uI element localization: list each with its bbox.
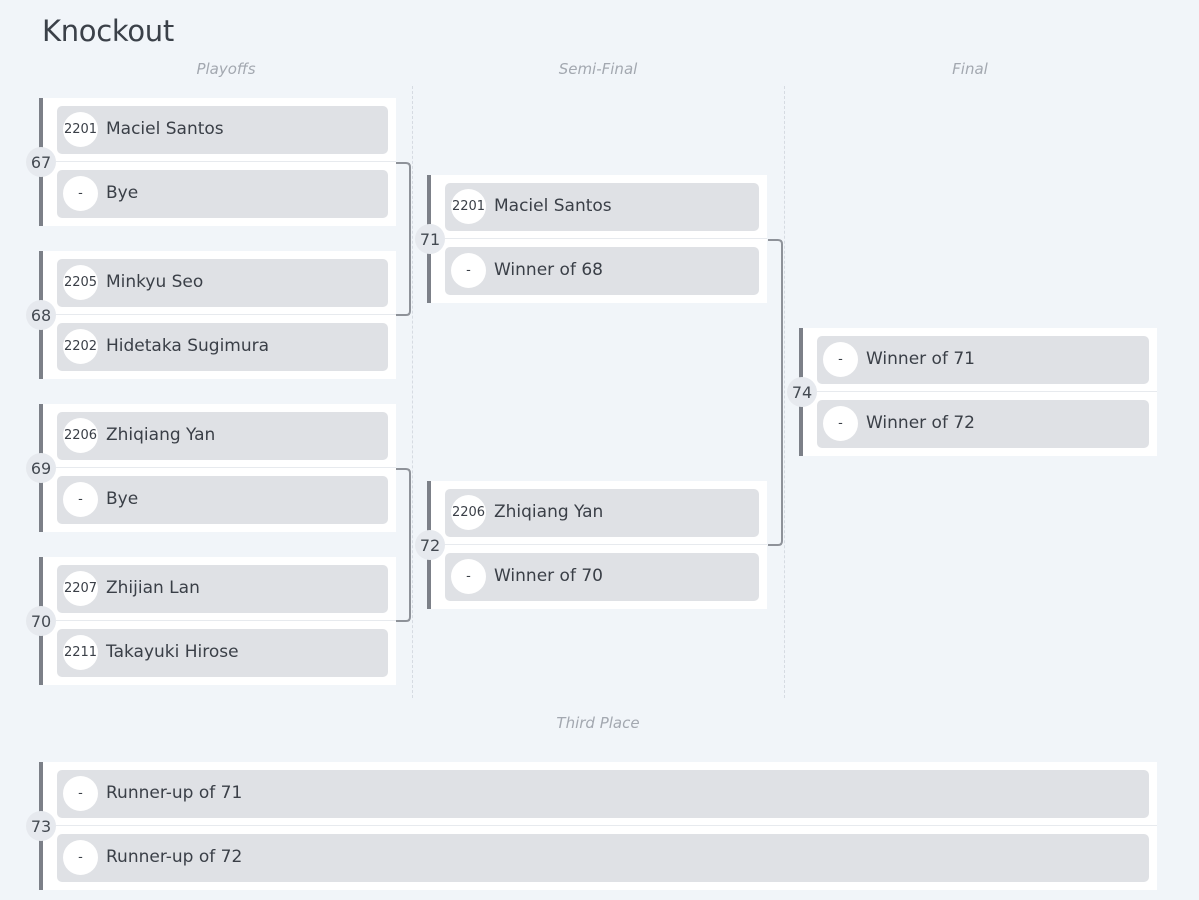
- player-name: Maciel Santos: [494, 196, 612, 216]
- player-name: Runner-up of 72: [106, 847, 243, 867]
- match-card-73: - Runner-up of 71 - Runner-up of 72: [39, 762, 1157, 890]
- player-name: Winner of 70: [494, 566, 603, 586]
- match-number-badge: 74: [787, 377, 817, 407]
- slot-separator: [431, 544, 767, 545]
- player-name: Winner of 68: [494, 260, 603, 280]
- match-card-68: 2205 Minkyu Seo 2202 Hidetaka Sugimura: [39, 251, 396, 379]
- player-slot[interactable]: - Bye: [57, 170, 388, 218]
- player-name: Winner of 72: [866, 413, 975, 433]
- seed-badge: 2206: [63, 418, 98, 453]
- slot-separator: [43, 314, 396, 315]
- player-slot[interactable]: - Winner of 70: [445, 553, 759, 601]
- slot-separator: [43, 161, 396, 162]
- seed-badge: 2206: [451, 495, 486, 530]
- player-slot[interactable]: - Runner-up of 71: [57, 770, 1149, 818]
- player-slot[interactable]: 2211 Takayuki Hirose: [57, 629, 388, 677]
- player-slot[interactable]: - Runner-up of 72: [57, 834, 1149, 882]
- slot-separator: [803, 391, 1157, 392]
- player-slot[interactable]: 2202 Hidetaka Sugimura: [57, 323, 388, 371]
- player-name: Maciel Santos: [106, 119, 224, 139]
- player-name: Minkyu Seo: [106, 272, 204, 292]
- column-divider: [412, 86, 413, 698]
- slot-separator: [43, 467, 396, 468]
- connector-67-68-to-71: [396, 162, 411, 316]
- player-slot[interactable]: 2206 Zhiqiang Yan: [445, 489, 759, 537]
- seed-badge: 2202: [63, 329, 98, 364]
- player-name: Hidetaka Sugimura: [106, 336, 270, 356]
- match-card-70: 2207 Zhijian Lan 2211 Takayuki Hirose: [39, 557, 396, 685]
- match-number-badge: 70: [26, 606, 56, 636]
- seed-badge: -: [451, 253, 486, 288]
- column-divider: [784, 86, 785, 698]
- seed-badge: -: [823, 406, 858, 441]
- seed-badge: 2211: [63, 635, 98, 670]
- match-number-badge: 67: [26, 147, 56, 177]
- player-slot[interactable]: 2201 Maciel Santos: [445, 183, 759, 231]
- player-slot[interactable]: 2207 Zhijian Lan: [57, 565, 388, 613]
- match-card-69: 2206 Zhiqiang Yan - Bye: [39, 404, 396, 532]
- slot-separator: [431, 238, 767, 239]
- seed-badge: -: [63, 482, 98, 517]
- page-title: Knockout: [42, 14, 174, 48]
- match-card-67: 2201 Maciel Santos - Bye: [39, 98, 396, 226]
- player-name: Zhiqiang Yan: [106, 425, 216, 445]
- seed-badge: -: [63, 840, 98, 875]
- match-number-badge: 69: [26, 453, 56, 483]
- seed-badge: -: [63, 176, 98, 211]
- player-slot[interactable]: 2201 Maciel Santos: [57, 106, 388, 154]
- match-card-74: - Winner of 71 - Winner of 72: [799, 328, 1157, 456]
- player-slot[interactable]: - Winner of 71: [817, 336, 1149, 384]
- round-label-playoffs: Playoffs: [196, 60, 256, 78]
- match-number-badge: 72: [415, 530, 445, 560]
- player-name: Bye: [106, 183, 139, 203]
- player-name: Zhiqiang Yan: [494, 502, 604, 522]
- player-slot[interactable]: 2206 Zhiqiang Yan: [57, 412, 388, 460]
- match-number-badge: 71: [415, 224, 445, 254]
- player-slot[interactable]: - Winner of 68: [445, 247, 759, 295]
- round-label-final: Final: [952, 60, 988, 78]
- player-name: Bye: [106, 489, 139, 509]
- player-slot[interactable]: 2205 Minkyu Seo: [57, 259, 388, 307]
- seed-badge: 2205: [63, 265, 98, 300]
- connector-69-70-to-72: [396, 468, 411, 622]
- match-number-badge: 68: [26, 300, 56, 330]
- seed-badge: 2201: [451, 189, 486, 224]
- player-name: Winner of 71: [866, 349, 975, 369]
- seed-badge: -: [823, 342, 858, 377]
- third-place-label: Third Place: [556, 714, 640, 732]
- round-label-semi-final: Semi-Final: [558, 60, 638, 78]
- player-slot[interactable]: - Winner of 72: [817, 400, 1149, 448]
- match-number-badge: 73: [26, 811, 56, 841]
- seed-badge: 2201: [63, 112, 98, 147]
- player-name: Zhijian Lan: [106, 578, 200, 598]
- player-name: Takayuki Hirose: [106, 642, 239, 662]
- match-card-71: 2201 Maciel Santos - Winner of 68: [427, 175, 767, 303]
- player-name: Runner-up of 71: [106, 783, 243, 803]
- connector-71-72-to-74: [768, 239, 783, 546]
- slot-separator: [43, 825, 1157, 826]
- seed-badge: 2207: [63, 571, 98, 606]
- player-slot[interactable]: - Bye: [57, 476, 388, 524]
- slot-separator: [43, 620, 396, 621]
- match-card-72: 2206 Zhiqiang Yan - Winner of 70: [427, 481, 767, 609]
- seed-badge: -: [63, 776, 98, 811]
- seed-badge: -: [451, 559, 486, 594]
